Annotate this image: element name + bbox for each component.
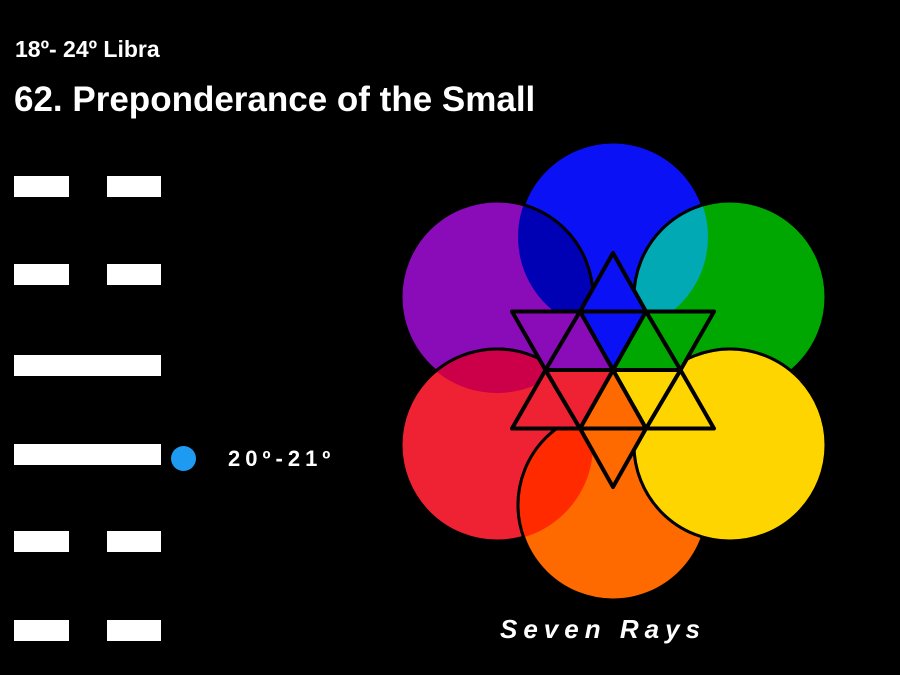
broken-line [107,176,161,197]
marker-degree-label: 20º-21º [228,446,336,471]
broken-line [107,264,161,285]
degree-range: 18º- 24º Libra [15,36,160,62]
overlap-red_orange [516,408,593,541]
broken-line [14,620,69,641]
overlap-yellow [634,347,826,393]
broken-line [14,531,69,552]
purple-triangle [543,309,615,372]
page-title: 62. Preponderance of the Small [14,80,536,119]
solid-line [14,355,161,376]
solid-line [14,444,161,465]
broken-line [107,620,161,641]
line-marker-dot [171,446,196,471]
overlap-crimson [401,347,593,393]
diagram-caption: Seven Rays [500,614,706,644]
broken-line [107,531,161,552]
broken-line [14,264,69,285]
broken-line [14,176,69,197]
